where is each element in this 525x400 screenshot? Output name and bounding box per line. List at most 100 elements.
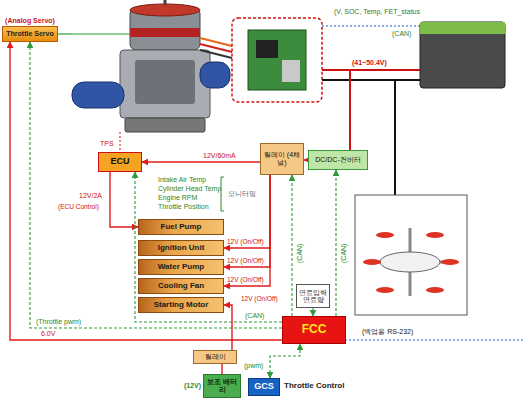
power-wires — [56, 26, 523, 340]
box-label: Throttle Servo — [6, 30, 53, 38]
annotation-label: (백업용 RS-232) — [362, 328, 413, 336]
box-label: 연료입력 연료량 — [299, 289, 327, 303]
power-line — [10, 42, 282, 340]
component-box: Ignition Unit — [138, 240, 224, 256]
servo-box: Throttle Servo(Analog Servo) — [2, 26, 58, 42]
connector-label: 12V (On/Off) — [226, 276, 265, 283]
drone-illustration-part — [355, 195, 467, 315]
box-content: Cooling Fan — [139, 282, 223, 291]
relay-box: 릴레이 (4채널) — [260, 143, 304, 175]
box-heading: (Analog Servo) — [5, 17, 55, 25]
component-box: Cooling Fan — [138, 278, 224, 294]
connector-label: 12V/60mA — [202, 152, 237, 160]
box-label: Fuel Pump — [161, 223, 202, 232]
box-label: DC/DC-컨버터 — [315, 156, 361, 164]
battery — [420, 22, 505, 88]
drone-illustration-part — [376, 232, 394, 238]
connector-label: 12V (On/Off) — [240, 295, 279, 302]
annotation-label: (V, SOC, Temp, FET_status — [334, 8, 420, 16]
connector-label: 12V (On/Off) — [226, 238, 265, 245]
drone-illustration-part — [426, 287, 444, 293]
power-wires-part — [322, 79, 420, 81]
phase-wires — [200, 38, 232, 58]
signal-line — [291, 175, 292, 316]
signal-line — [30, 42, 282, 328]
engine-illustration-part — [200, 62, 230, 88]
drone-illustration-part — [441, 259, 459, 265]
drone-illustration-part — [380, 252, 440, 272]
box-content: Ignition Unit — [139, 244, 223, 253]
converter-box: DC/DC-컨버터 — [308, 150, 368, 170]
box-label: Ignition Unit — [158, 244, 205, 253]
box-content: Starting Motor — [139, 301, 223, 310]
power-board-part — [282, 60, 300, 82]
box-content: Water Pump — [139, 263, 223, 272]
box-label: Cooling Fan — [158, 282, 204, 291]
drone-illustration-part — [376, 287, 394, 293]
power-wires-part — [346, 339, 523, 340]
power-line — [221, 364, 222, 374]
connector-label: (CAN) — [244, 312, 265, 320]
box-content: Fuel Pump — [139, 223, 223, 232]
signal-line — [335, 170, 336, 316]
box-label: GCS — [254, 382, 274, 392]
battery-box: 보조 배터리(12V) — [203, 374, 241, 398]
box-content: Throttle Servo — [3, 30, 57, 38]
battery-part — [420, 22, 505, 34]
engine-illustration-part — [125, 118, 205, 132]
box-label: Starting Motor — [154, 301, 209, 310]
signal-line — [312, 308, 313, 316]
box-content: 연료입력 연료량 — [297, 289, 329, 303]
power-wires-part — [56, 33, 72, 34]
box-content: 릴레이 (4채널) — [261, 151, 303, 166]
box-content: FCC — [283, 323, 345, 336]
battery-part — [420, 22, 505, 88]
engine-illustration-part — [130, 28, 200, 37]
power-wires-part — [221, 177, 224, 211]
drone-illustration — [355, 195, 467, 315]
box-heading: (12V) — [184, 382, 201, 390]
power-line — [224, 175, 270, 248]
power-wires-part — [322, 25, 420, 26]
power-board-part — [256, 40, 278, 58]
engine-illustration-part — [135, 60, 195, 104]
power-wires-part — [349, 70, 351, 150]
box-content: DC/DC-컨버터 — [309, 156, 367, 164]
annotation-label: TPS — [100, 140, 114, 148]
annotation-label: Cylinder Head Temp — [158, 185, 221, 193]
gcs-box: GCS — [248, 378, 280, 396]
component-box: Starting Motor — [138, 297, 224, 313]
component-box: Fuel Pump — [138, 219, 224, 235]
box-label: 릴레이 (4채널) — [263, 151, 301, 166]
connector-label: (CAN) — [340, 243, 348, 264]
box-content: 보조 배터리 — [204, 378, 240, 393]
annotation-label: Intake Air Temp — [158, 176, 206, 184]
box-label: 보조 배터리 — [206, 378, 238, 393]
connector-label: (pwm) — [243, 362, 264, 370]
ecu-box: ECU — [98, 152, 142, 172]
box-label: FCC — [302, 323, 327, 336]
box-content: ECU — [99, 157, 141, 167]
annotation-label: (41~50.4V) — [352, 59, 387, 67]
connector-label: 12V (On/Off) — [226, 257, 265, 264]
power-board — [232, 18, 322, 102]
box-label: 릴레이 — [205, 353, 226, 361]
annotation-label: (CAN) — [392, 30, 411, 38]
annotation-label: (ECU Control) — [58, 203, 99, 210]
annotation-label: Engine RPM — [158, 194, 197, 202]
engine-illustration-part — [130, 4, 200, 16]
engine-illustration-part — [72, 82, 124, 108]
box-label: Water Pump — [158, 263, 204, 272]
annotation-label: Throttle Position — [158, 203, 209, 211]
connector-label: (Throttle pwm) — [35, 318, 82, 326]
power-line — [224, 175, 270, 286]
signal-line — [135, 172, 282, 322]
box-label: ECU — [110, 157, 129, 167]
phase-wires-part — [200, 50, 232, 58]
annotation-label: 모니터링 — [228, 190, 256, 197]
drone-illustration-part — [363, 259, 381, 265]
power-board-part — [248, 30, 306, 90]
power-wires-part — [394, 80, 396, 195]
